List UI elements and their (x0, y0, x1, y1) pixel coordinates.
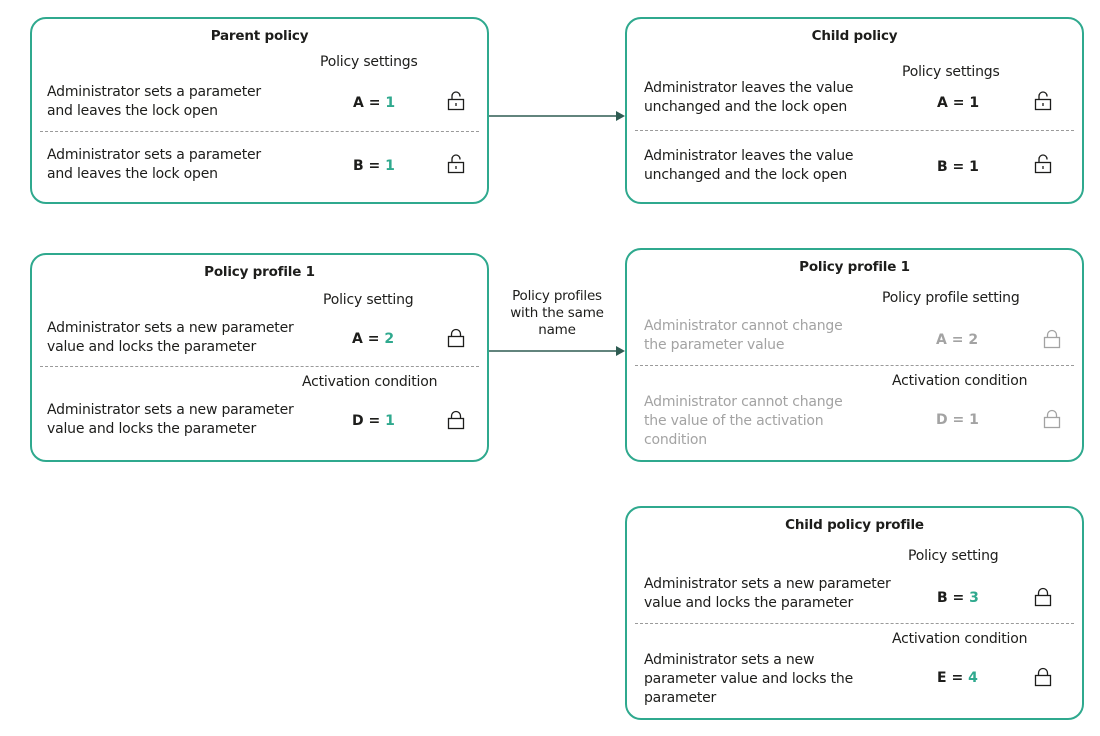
inheritance-arrow (489, 346, 625, 356)
box-title: Policy profile 1 (204, 264, 315, 280)
inheritance-arrow (489, 111, 625, 121)
connector-label: Policy profiles with the same name (510, 288, 604, 338)
policy-profile-child-box: Policy profile 1 Policy profile setting … (625, 248, 1084, 462)
box-title: Policy profile 1 (799, 259, 910, 275)
box-title: Child policy profile (785, 517, 924, 533)
param-name: A (352, 331, 363, 347)
parameter-value: B = 1 (353, 158, 395, 174)
section-heading: Activation condition (892, 631, 1028, 647)
row-description: Administrator sets a new parameter value… (644, 576, 891, 611)
param-name: D (352, 413, 364, 429)
box-title: Parent policy (210, 28, 309, 44)
child-policy-box: Child policy Policy settings Administrat… (625, 17, 1084, 204)
param-eq: = (947, 590, 970, 606)
row-description: Administrator leaves the value unchanged… (644, 148, 854, 183)
param-number: 1 (969, 95, 980, 111)
param-number: 3 (969, 590, 979, 606)
unlocked-icon (1032, 90, 1054, 112)
parameter-value: D = 1 (352, 413, 395, 429)
parameter-value: A = 1 (353, 95, 395, 111)
parameter-value: D = 1 (936, 412, 979, 428)
param-eq: = (363, 158, 386, 174)
param-number: 1 (385, 158, 395, 174)
section-heading: Policy profile setting (882, 290, 1020, 306)
param-eq: = (363, 95, 386, 111)
row-description: Administrator sets a new parameter value… (644, 652, 854, 706)
row-description: Administrator cannot change the value of… (644, 394, 843, 448)
parameter-value: E = 4 (937, 670, 978, 686)
param-number: 1 (385, 95, 396, 111)
section-heading: Policy settings (902, 64, 1000, 80)
param-name: A (353, 95, 364, 111)
param-number: 2 (384, 331, 395, 347)
param-eq: = (362, 331, 385, 347)
locked-icon (445, 409, 467, 431)
param-name: E (937, 670, 947, 686)
row-description: Administrator cannot change the paramete… (644, 318, 843, 353)
parameter-value: A = 2 (352, 331, 394, 347)
locked-icon (1032, 666, 1054, 688)
row-divider (40, 366, 479, 367)
section-heading: Policy settings (320, 54, 418, 70)
section-heading: Policy setting (323, 292, 414, 308)
param-name: B (937, 159, 948, 175)
param-name: B (937, 590, 948, 606)
param-eq: = (947, 95, 970, 111)
unlocked-icon (1032, 153, 1054, 175)
row-description: Administrator sets a new parameter value… (47, 320, 294, 355)
param-number: 1 (969, 159, 979, 175)
parent-policy-box: Parent policy Policy settings Administra… (30, 17, 489, 204)
param-eq: = (363, 413, 386, 429)
row-divider (40, 131, 479, 132)
parameter-value: A = 1 (937, 95, 979, 111)
parameter-value: B = 3 (937, 590, 979, 606)
param-eq: = (947, 159, 970, 175)
row-description: Administrator sets a parameter and leave… (47, 84, 261, 119)
unlocked-icon (445, 153, 467, 175)
param-number: 1 (385, 413, 395, 429)
row-description: Administrator sets a new parameter value… (47, 402, 294, 437)
unlocked-icon (445, 90, 467, 112)
box-title: Child policy (811, 28, 898, 44)
row-divider (635, 130, 1074, 131)
locked-icon (445, 327, 467, 349)
section-heading: Activation condition (892, 373, 1028, 389)
param-eq: = (946, 670, 969, 686)
parameter-value: B = 1 (937, 159, 979, 175)
section-heading: Policy setting (908, 548, 999, 564)
child-policy-profile-box: Child policy profile Policy setting Admi… (625, 506, 1084, 720)
row-divider (635, 623, 1074, 624)
param-name: B (353, 158, 364, 174)
param-name: A (937, 95, 948, 111)
row-description: Administrator leaves the value unchanged… (644, 80, 854, 115)
param-number: 4 (968, 670, 978, 686)
row-description: Administrator sets a parameter and leave… (47, 147, 261, 182)
locked-icon (1041, 408, 1063, 430)
parameter-value: A = 2 (936, 332, 979, 348)
row-divider (635, 365, 1074, 366)
locked-icon (1041, 328, 1063, 350)
policy-profile-parent-box: Policy profile 1 Policy setting Administ… (30, 253, 489, 462)
locked-icon (1032, 586, 1054, 608)
section-heading: Activation condition (302, 374, 438, 390)
